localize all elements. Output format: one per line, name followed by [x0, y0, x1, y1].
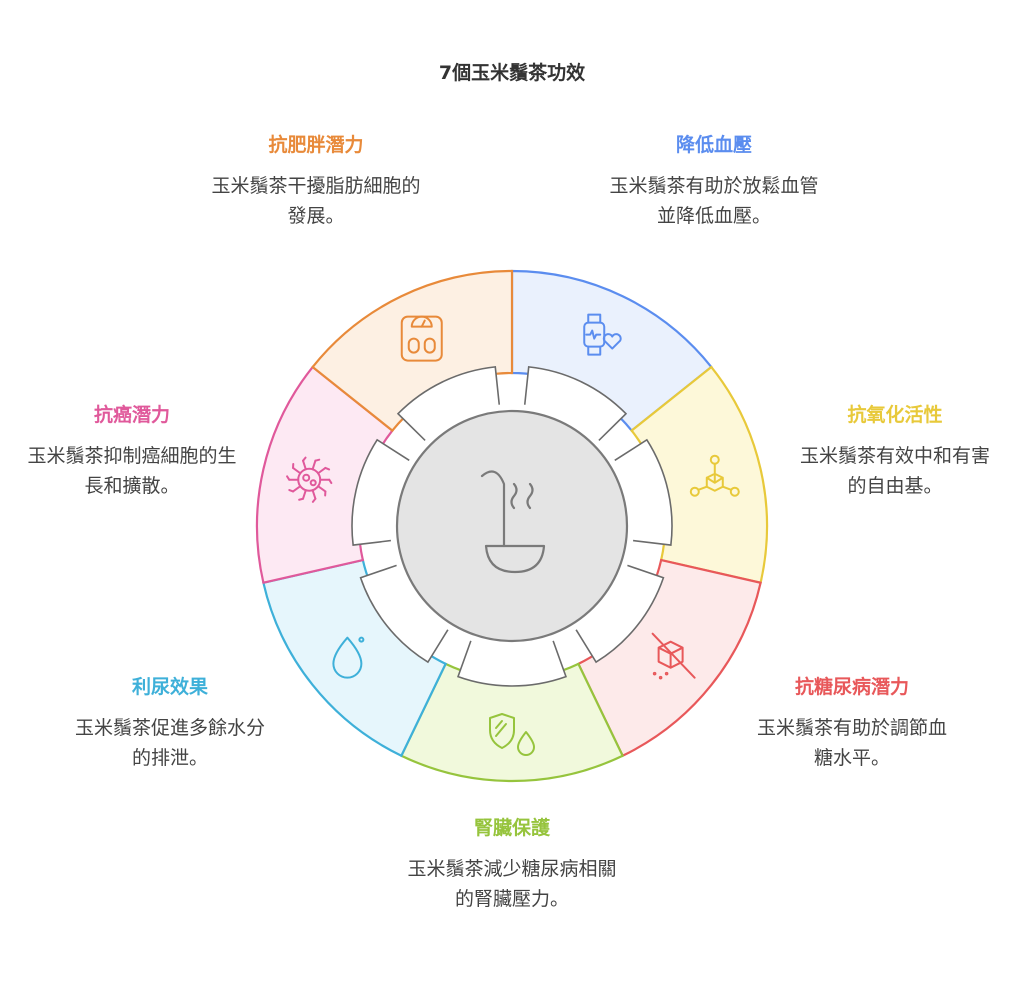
description-antioxidant: 玉米鬚茶有效中和有害的自由基。	[799, 445, 990, 497]
weight-scale-icon	[400, 315, 443, 362]
molecule-icon	[689, 454, 740, 497]
smartwatch-heart-icon	[583, 313, 622, 356]
no-sugar-cube-icon	[651, 632, 696, 680]
label-anti-obesity: 抗肥胖潛力 玉米鬚茶干擾脂肪細胞的發展。	[210, 130, 422, 231]
description-kidney: 玉米鬚茶減少糖尿病相關的腎臟壓力。	[407, 858, 617, 910]
label-kidney: 腎臟保護 玉米鬚茶減少糖尿病相關的腎臟壓力。	[406, 813, 618, 914]
heading-blood-pressure: 降低血壓	[675, 134, 752, 156]
ladle-steam-icon	[480, 470, 546, 574]
label-blood-sugar: 抗糖尿病潛力 玉米鬚茶有助於調節血糖水平。	[752, 672, 952, 773]
label-anticancer: 抗癌潛力 玉米鬚茶抑制癌細胞的生長和擴散。	[22, 400, 242, 501]
heading-blood-sugar: 抗糖尿病潛力	[794, 676, 909, 698]
label-antioxidant: 抗氧化活性 玉米鬚茶有效中和有害的自由基。	[795, 400, 995, 501]
heading-antioxidant: 抗氧化活性	[847, 404, 943, 426]
label-diuretic: 利尿效果 玉米鬚茶促進多餘水分的排泄。	[70, 672, 270, 773]
cancer-cell-icon	[286, 456, 333, 503]
label-blood-pressure: 降低血壓 玉米鬚茶有助於放鬆血管並降低血壓。	[608, 130, 820, 231]
heading-anticancer: 抗癌潛力	[93, 404, 170, 426]
description-anticancer: 玉米鬚茶抑制癌細胞的生長和擴散。	[27, 445, 237, 497]
heading-anti-obesity: 抗肥胖潛力	[268, 134, 364, 156]
page-title: 7個玉米鬚茶功效	[438, 62, 586, 84]
description-blood-sugar: 玉米鬚茶有助於調節血糖水平。	[756, 717, 947, 769]
description-blood-pressure: 玉米鬚茶有助於放鬆血管並降低血壓。	[609, 175, 819, 227]
heading-kidney: 腎臟保護	[473, 817, 550, 839]
heading-diuretic: 利尿效果	[131, 676, 208, 698]
description-anti-obesity: 玉米鬚茶干擾脂肪細胞的發展。	[211, 175, 421, 227]
description-diuretic: 玉米鬚茶促進多餘水分的排泄。	[74, 717, 265, 769]
center-disc	[395, 409, 629, 643]
water-drop-icon	[332, 636, 365, 679]
shield-drop-icon	[489, 713, 535, 756]
